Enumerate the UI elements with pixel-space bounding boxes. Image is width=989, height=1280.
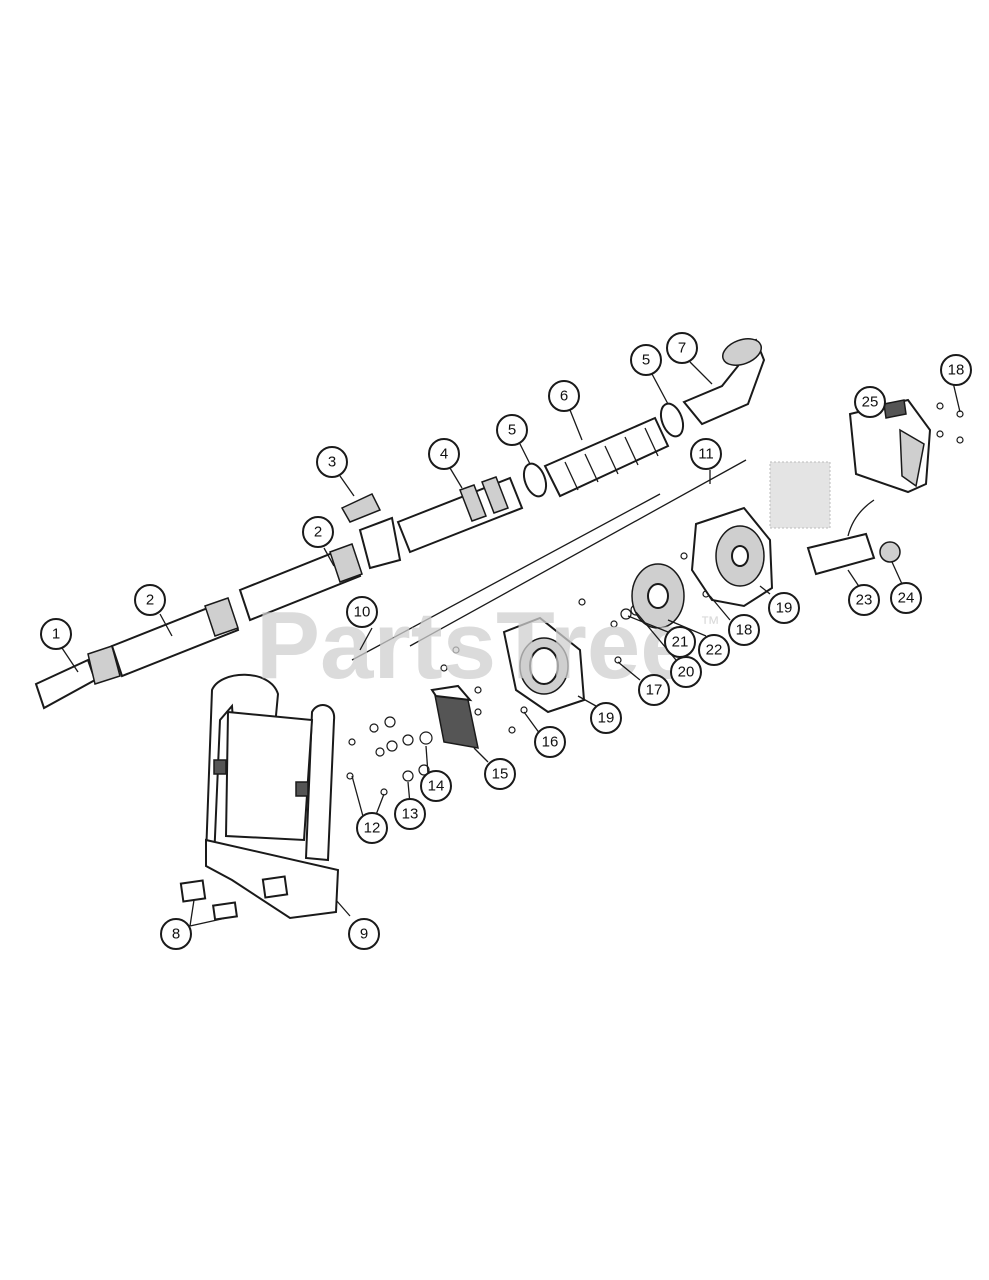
callout-21[interactable]: 21	[664, 626, 696, 658]
callout-15[interactable]: 15	[484, 758, 516, 790]
part-2-lower-band	[204, 597, 239, 637]
watermark-trademark: ™	[700, 613, 720, 635]
part-4-ring-b	[481, 476, 509, 514]
callout-11[interactable]: 11	[690, 438, 722, 470]
part-5-clamp-lower[interactable]	[520, 461, 550, 500]
svg-text:18: 18	[948, 362, 965, 379]
svg-text:9: 9	[360, 926, 368, 943]
part-5-clamp-upper[interactable]	[657, 401, 687, 440]
svg-text:5: 5	[642, 352, 650, 369]
svg-text:25: 25	[862, 394, 879, 411]
callout-9[interactable]: 9	[348, 918, 380, 950]
svg-text:7: 7	[678, 340, 686, 357]
svg-text:24: 24	[898, 590, 915, 607]
part-19-front-housing[interactable]	[502, 616, 586, 714]
callout-18b[interactable]: 18	[940, 354, 972, 386]
callout-12[interactable]: 12	[356, 812, 388, 844]
callout-17[interactable]: 17	[638, 674, 670, 706]
part-4-ring-a	[459, 484, 487, 522]
svg-text:12: 12	[364, 820, 381, 837]
part-1-collar[interactable]	[87, 645, 121, 685]
part-3-clip	[340, 493, 382, 523]
watermark: PartsTree	[256, 592, 694, 699]
callout-6[interactable]: 6	[548, 380, 580, 412]
callout-8[interactable]: 8	[160, 918, 192, 950]
part-2-lower-tube[interactable]	[110, 598, 240, 678]
part-2-upper-band	[329, 543, 363, 583]
callout-2a[interactable]: 2	[134, 584, 166, 616]
svg-text:19: 19	[598, 710, 615, 727]
svg-text:5: 5	[508, 422, 516, 439]
svg-text:11: 11	[698, 446, 714, 463]
svg-text:8: 8	[172, 926, 180, 943]
part-11-cable[interactable]	[409, 459, 747, 647]
svg-text:3: 3	[328, 454, 336, 471]
leader-lines	[61, 361, 961, 927]
callout-2b[interactable]: 2	[302, 516, 334, 548]
svg-text:4: 4	[440, 446, 448, 463]
svg-text:13: 13	[402, 806, 419, 823]
part-19-rear-housing[interactable]	[690, 506, 774, 608]
callout-4[interactable]: 4	[428, 438, 460, 470]
callout-7[interactable]: 7	[666, 332, 698, 364]
callout-14[interactable]: 14	[420, 770, 452, 802]
callout-16[interactable]: 16	[534, 726, 566, 758]
part-25-engine-cover[interactable]	[848, 398, 932, 494]
svg-text:6: 6	[560, 388, 568, 405]
part-7-elbow-mouth	[722, 338, 762, 366]
svg-text:16: 16	[542, 734, 559, 751]
svg-text:10: 10	[354, 604, 371, 621]
part-8-buckles[interactable]	[179, 875, 289, 921]
svg-text:22: 22	[706, 642, 723, 659]
part-1-nozzle[interactable]	[34, 658, 97, 710]
svg-text:15: 15	[492, 766, 509, 783]
part-24-knob[interactable]	[879, 541, 901, 563]
callout-13[interactable]: 13	[394, 798, 426, 830]
svg-text:23: 23	[856, 592, 873, 609]
callout-10[interactable]: 10	[346, 596, 378, 628]
svg-text:19: 19	[776, 600, 793, 617]
part-4-coupling[interactable]	[396, 476, 524, 554]
callout-25[interactable]: 25	[854, 386, 886, 418]
svg-text:2: 2	[314, 524, 322, 541]
callout-5a[interactable]: 5	[496, 414, 528, 446]
callout-24[interactable]: 24	[890, 582, 922, 614]
svg-text:18: 18	[736, 622, 753, 639]
callout-20[interactable]: 20	[670, 656, 702, 688]
callout-1[interactable]: 1	[40, 618, 72, 650]
callout-23[interactable]: 23	[848, 584, 880, 616]
callouts: 1 2 2 3 4 5 5 6 7 8 9 10 11 12 13 14 15 …	[40, 332, 972, 950]
callout-22[interactable]: 22	[698, 634, 730, 666]
tube-assembly	[34, 338, 766, 710]
callout-19a[interactable]: 19	[768, 592, 800, 624]
part-3-swivel[interactable]	[358, 516, 402, 570]
part-15-screen[interactable]	[430, 684, 479, 749]
svg-text:20: 20	[678, 664, 695, 681]
part-23-switch[interactable]	[806, 499, 876, 576]
svg-text:17: 17	[646, 682, 663, 699]
svg-text:14: 14	[428, 778, 445, 795]
callout-18a[interactable]: 18	[728, 614, 760, 646]
part-22-impeller[interactable]	[631, 563, 685, 629]
part-6-flex-hose[interactable]	[543, 416, 670, 498]
svg-text:21: 21	[672, 634, 689, 651]
part-10-cable[interactable]	[351, 493, 661, 661]
callout-5b[interactable]: 5	[630, 344, 662, 376]
callout-19b[interactable]: 19	[590, 702, 622, 734]
part-6-ribs	[564, 427, 659, 491]
svg-text:1: 1	[52, 626, 60, 643]
engine-shroud-stipple	[769, 461, 831, 529]
svg-text:2: 2	[146, 592, 154, 609]
part-9-harness[interactable]	[204, 673, 340, 920]
callout-3[interactable]: 3	[316, 446, 348, 478]
part-2-upper-tube[interactable]	[238, 544, 362, 622]
